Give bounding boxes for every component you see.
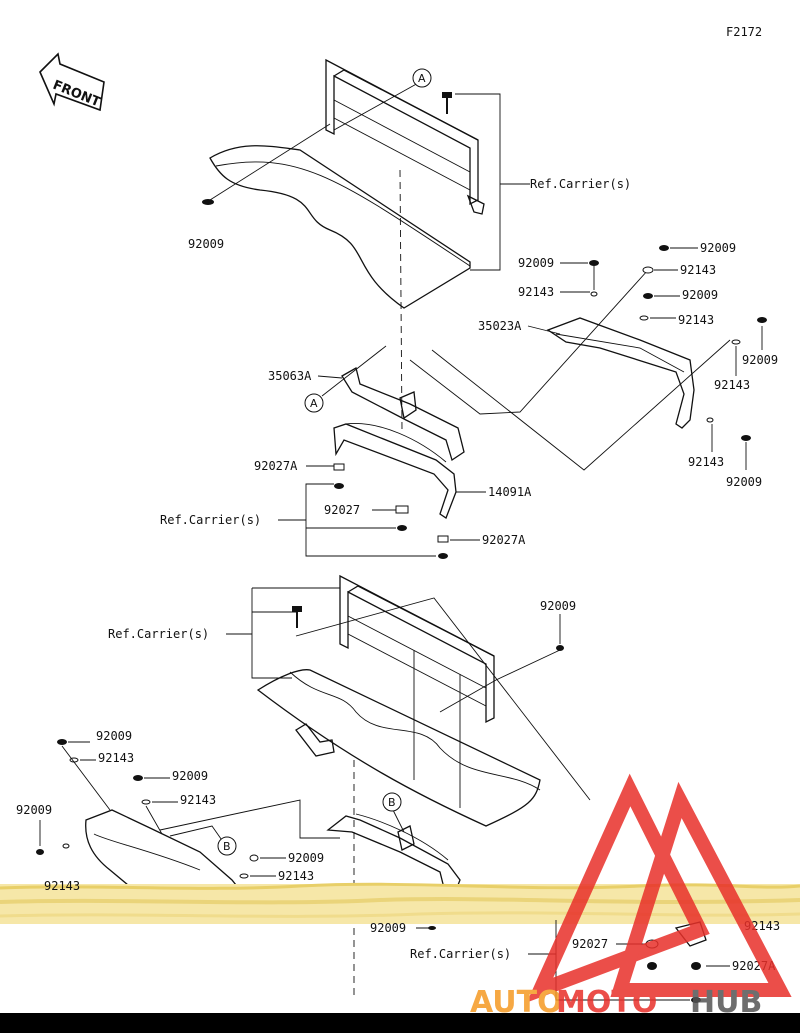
bracket-ref-carrier-1 bbox=[455, 93, 501, 271]
callout-a2: A bbox=[304, 393, 324, 413]
svg-text:A: A bbox=[418, 72, 426, 85]
screw-92009-lower-rack bbox=[556, 645, 564, 651]
bracket-ref-carrier-2 bbox=[278, 483, 436, 557]
guide-line-2 bbox=[409, 269, 649, 415]
guide-lines-lower-left bbox=[61, 745, 340, 839]
guide-line-1 bbox=[399, 169, 403, 431]
callout-b1: B bbox=[217, 836, 237, 856]
label-92143: 92143 bbox=[44, 879, 80, 893]
label-92009: 92009 bbox=[726, 475, 762, 489]
bolt-lower-rack bbox=[292, 606, 302, 628]
callout-b2: B bbox=[382, 792, 402, 812]
screw-92009-1 bbox=[202, 199, 214, 205]
label-92143: 92143 bbox=[518, 285, 554, 299]
label-92143: 92143 bbox=[180, 793, 216, 807]
label-92009: 92009 bbox=[96, 729, 132, 743]
label-92143: 92143 bbox=[714, 378, 750, 392]
label-92027: 92027 bbox=[324, 503, 360, 517]
label-92143: 92143 bbox=[688, 455, 724, 469]
callout-a1: A bbox=[412, 68, 432, 88]
guide-line-5 bbox=[439, 649, 561, 713]
bracket-lower bbox=[326, 813, 461, 891]
label-92009: 92009 bbox=[172, 769, 208, 783]
leader-a2 bbox=[321, 345, 387, 397]
lower-rear-panel bbox=[256, 669, 541, 827]
bolt-upper-rack bbox=[442, 92, 452, 114]
front-arrow-icon: FRONT bbox=[39, 52, 105, 112]
leader-b1 bbox=[169, 825, 227, 847]
lower-rack-frame bbox=[339, 574, 495, 808]
upper-rack-frame bbox=[325, 58, 485, 215]
torn-edge-band bbox=[0, 884, 800, 924]
screws-lower-left bbox=[36, 739, 259, 879]
label-92009: 92009 bbox=[16, 803, 52, 817]
part-labels: 92009 Ref.Carrier(s) 92009 92143 92009 9… bbox=[16, 177, 780, 973]
guide-line-3 bbox=[431, 339, 731, 471]
label-92027: 92027 bbox=[572, 937, 608, 951]
svg-text:A: A bbox=[310, 397, 318, 410]
label-ref-carrier: Ref.Carrier(s) bbox=[410, 947, 511, 961]
label-92027A: 92027A bbox=[482, 533, 526, 547]
leader-35063A bbox=[317, 375, 343, 379]
screws-right-upper bbox=[589, 245, 767, 441]
leader-92009-upper bbox=[209, 123, 331, 201]
bracket-14091A bbox=[333, 423, 457, 519]
leaders-right-upper bbox=[527, 247, 763, 470]
leader-b2 bbox=[391, 807, 405, 833]
label-92143: 92143 bbox=[678, 313, 714, 327]
label-35023A: 35023A bbox=[478, 319, 522, 333]
label-92009: 92009 bbox=[700, 241, 736, 255]
label-92143: 92143 bbox=[680, 263, 716, 277]
label-92027A: 92027A bbox=[254, 459, 298, 473]
nuts-upper bbox=[333, 463, 449, 559]
label-ref-carrier: Ref.Carrier(s) bbox=[160, 513, 261, 527]
svg-text:B: B bbox=[388, 796, 396, 809]
label-92143: 92143 bbox=[98, 751, 134, 765]
leaders-lower-left bbox=[39, 741, 286, 877]
bracket-35063A bbox=[341, 367, 465, 462]
leader-a1 bbox=[333, 81, 421, 131]
label-ref-carrier: Ref.Carrier(s) bbox=[108, 627, 209, 641]
label-92009: 92009 bbox=[370, 921, 406, 935]
side-guard-35023A bbox=[546, 317, 695, 429]
label-92143: 92143 bbox=[278, 869, 314, 883]
svg-text:B: B bbox=[223, 840, 231, 853]
label-92009: 92009 bbox=[540, 599, 576, 613]
figure-code: F2172 bbox=[726, 25, 762, 39]
upper-rear-panel bbox=[209, 145, 471, 309]
label-ref-carrier: Ref.Carrier(s) bbox=[530, 177, 631, 191]
label-92009: 92009 bbox=[682, 288, 718, 302]
label-92009: 92009 bbox=[288, 851, 324, 865]
bracket-ref-carrier-3 bbox=[251, 587, 340, 679]
label-35063A: 35063A bbox=[268, 369, 312, 383]
label-92009: 92009 bbox=[188, 237, 224, 251]
guide-line-4 bbox=[295, 597, 591, 801]
label-92009: 92009 bbox=[742, 353, 778, 367]
bottom-strip bbox=[0, 1013, 800, 1033]
label-14091A: 14091A bbox=[488, 485, 532, 499]
side-guard-lower-left bbox=[85, 809, 242, 891]
label-92009: 92009 bbox=[518, 256, 554, 270]
